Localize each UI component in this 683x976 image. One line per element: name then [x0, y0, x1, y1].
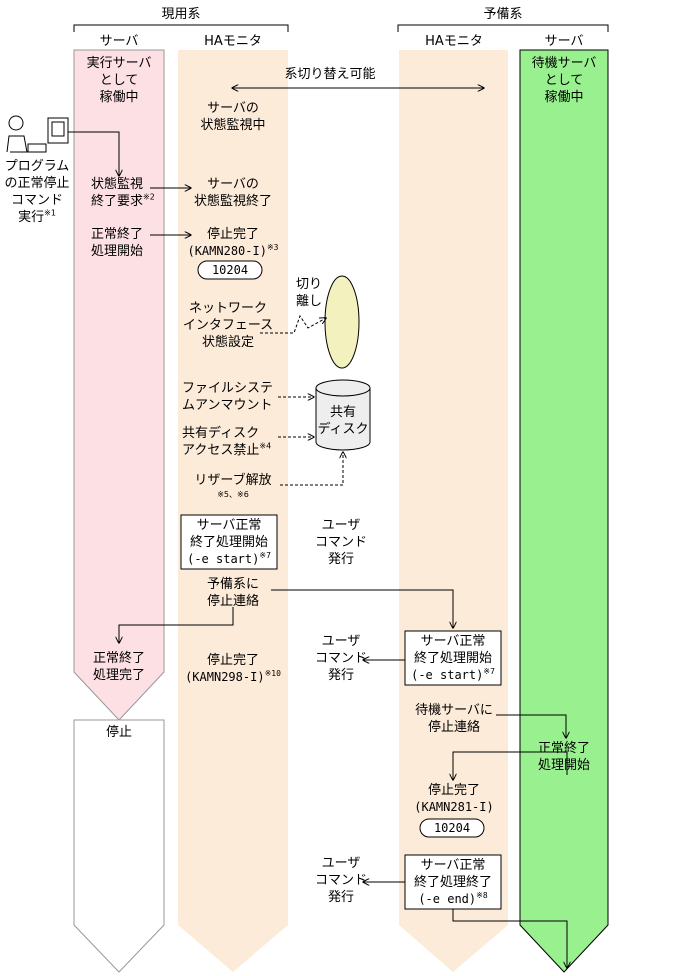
user-box-2-text: サーバ正常終了処理開始 (-e start)※7 [411, 634, 495, 682]
notify-waiting-server-label: 待機サーバに停止連絡 [415, 703, 493, 735]
normal-end-complete-label: 正常終了処理完了 [92, 651, 145, 683]
primary-hamon-column-title: HAモニタ [204, 34, 262, 49]
code-box-1 [197, 260, 263, 280]
user-box-1-text: サーバ正常終了処理開始 (-e start)※7 [187, 518, 271, 566]
notify-standby-arrow [271, 589, 453, 628]
switch-possible-label: 系切り替え可能 [284, 67, 376, 82]
code-10204-1: 10204 [211, 263, 249, 277]
normal-end-start-2-label: 正常終了処理開始 [537, 741, 590, 773]
shared-disk-access-ban-label: 共有ディスク アクセス禁止※4 [182, 426, 272, 458]
notify-wait-arrow [496, 714, 566, 738]
stop-complete-281-label: 停止完了 (KAMN281-I) [414, 783, 494, 814]
network-interface-label: ネットワークインタフェース状態設定 [182, 301, 274, 350]
return-arrow [119, 607, 234, 643]
program-stop-command-label: プログラムの正常停止コマンド 実行※1 [4, 159, 70, 225]
user-box-1 [180, 514, 278, 570]
primary-server-column-title: サーバ [99, 34, 139, 49]
user-box-3 [404, 854, 502, 910]
standby-bracket [397, 24, 609, 32]
primary-hamon-lane [178, 50, 288, 972]
isolate-label: 切り離し [296, 277, 323, 309]
monitoring-end-label: サーバの状態監視終了 [193, 177, 272, 209]
user-command-1-label: ユーザコマンド発行 [314, 518, 367, 567]
return-arrow-2 [453, 751, 568, 780]
primary-system-header: 現用系 [161, 7, 201, 22]
isolate-oval [324, 275, 360, 369]
monitoring-label: サーバの状態監視中 [200, 101, 266, 133]
program-arrow [68, 131, 119, 176]
standby-server-label: 待機サーバとして稼働中 [531, 56, 597, 105]
user-command-3-label: ユーザコマンド発行 [314, 856, 367, 905]
code-box-2 [419, 818, 485, 838]
person-computer-icon [6, 115, 69, 153]
exec-server-label: 実行サーバとして稼働中 [86, 56, 152, 105]
filesystem-unmount-label: ファイルシステムアンマウント [182, 381, 274, 413]
primary-server-lane-stopped [73, 719, 165, 973]
monitoring-end-request-label: 状態監視 終了要求※2 [91, 177, 155, 209]
user-command-2-label: ユーザコマンド発行 [314, 634, 367, 683]
stopped-label: 停止 [105, 725, 132, 740]
shared-disk-cylinder [315, 379, 371, 451]
user-box-3-text: サーバ正常終了処理終了 (-e end)※8 [413, 858, 492, 906]
primary-server-lane-active [73, 49, 165, 721]
standby-hamon-column-title: HAモニタ [425, 34, 483, 49]
standby-server-lane [519, 49, 609, 973]
shared-disk-label: 共有ディスク [317, 405, 369, 437]
stop-complete-298-label: 停止完了 (KAMN298-I)※10 [185, 653, 281, 684]
standby-server-column-title: サーバ [544, 34, 584, 49]
reserve-arrow [280, 452, 343, 486]
final-arrow [452, 909, 567, 968]
standby-system-header: 予備系 [483, 7, 523, 22]
stop-complete-280-label: 停止完了 (KAMN280-I)※3 [187, 227, 279, 258]
standby-hamon-lane [399, 50, 508, 972]
normal-end-start-label: 正常終了処理開始 [91, 227, 144, 259]
reserve-release-label: リザーブ解放 ※5、※6 [194, 473, 272, 499]
network-lightning [260, 314, 326, 334]
primary-bracket [73, 24, 289, 32]
code-10204-2: 10204 [433, 821, 471, 835]
notify-standby-label: 予備系に停止連絡 [206, 577, 259, 609]
user-box-2 [404, 630, 502, 686]
